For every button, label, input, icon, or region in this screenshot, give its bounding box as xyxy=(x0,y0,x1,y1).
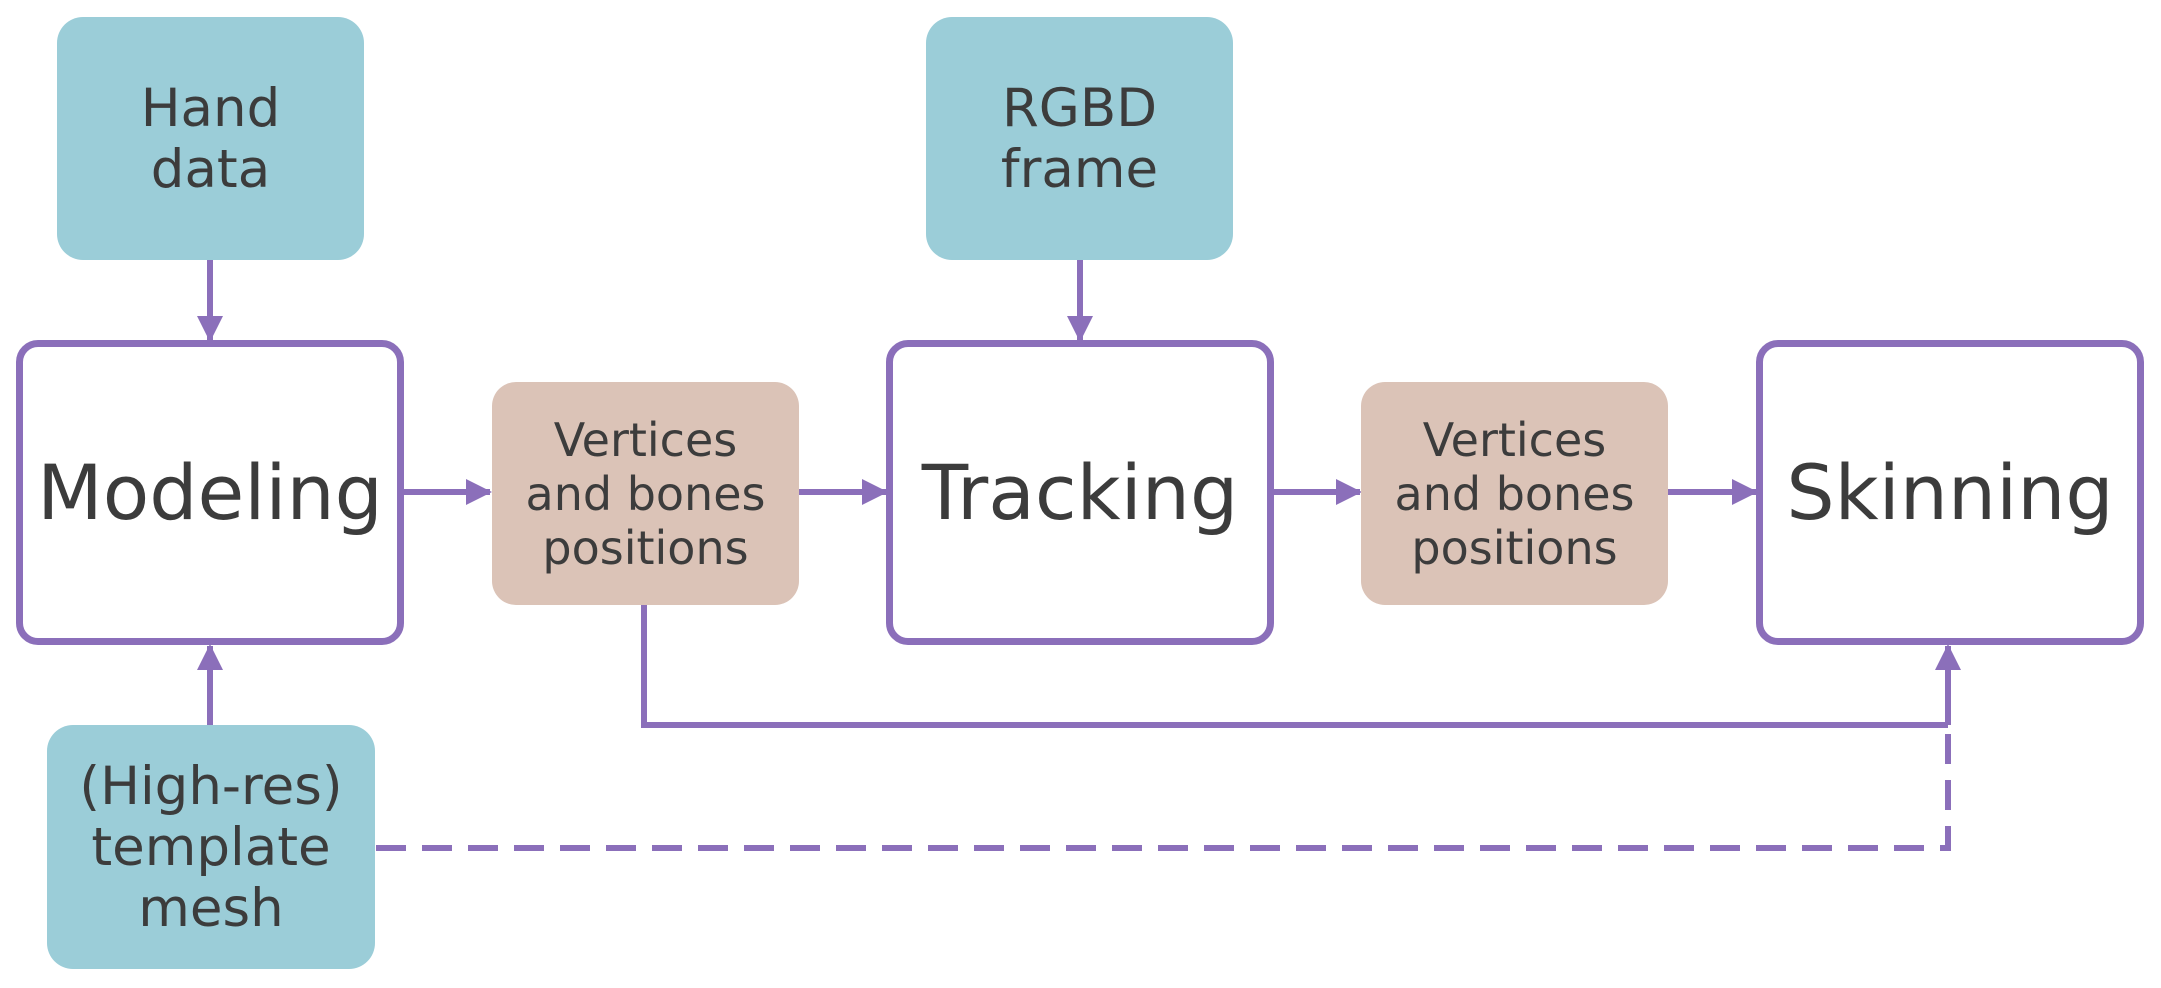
rgbd-frame-node: RGBD frame xyxy=(926,17,1233,260)
tracking-node: Tracking xyxy=(886,340,1274,645)
hand-data-node: Hand data xyxy=(57,17,364,260)
template-mesh-node: (High-res) template mesh xyxy=(47,725,375,969)
skinning-node: Skinning xyxy=(1756,340,2144,645)
vertices-bones-positions-node-2: Vertices and bones positions xyxy=(1361,382,1668,605)
modeling-node: Modeling xyxy=(16,340,404,645)
edge-template-mesh-to-skinning-dashed xyxy=(376,725,1951,851)
vertices-bones-positions-node-1: Vertices and bones positions xyxy=(492,382,799,605)
edge-positions-1-to-skinning xyxy=(641,605,1948,728)
